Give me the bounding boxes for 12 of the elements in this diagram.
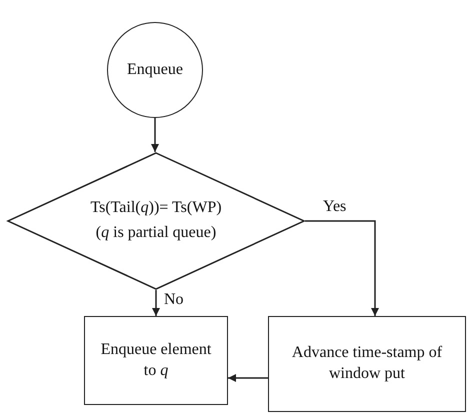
arrow <box>228 374 268 382</box>
node-text: Enqueue element to q <box>100 340 212 380</box>
node-text: (q is partial queue) <box>96 223 216 243</box>
decision-diamond <box>7 152 305 290</box>
node-text: Advance time-stamp of window put <box>290 343 444 384</box>
node-text: Enqueue <box>127 60 183 80</box>
arrow <box>305 220 379 316</box>
arrow <box>152 290 160 316</box>
arrow <box>151 118 159 152</box>
process-box <box>268 316 466 412</box>
node-text: Ts(Tail(q))= Ts(WP) <box>90 198 222 218</box>
process-box <box>84 316 228 405</box>
